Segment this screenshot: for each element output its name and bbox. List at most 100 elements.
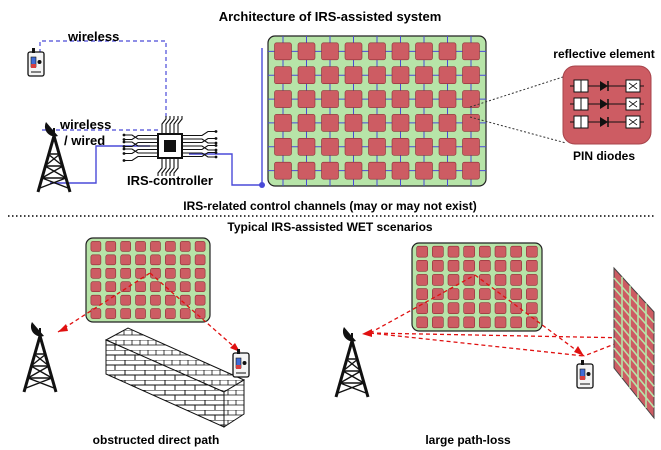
sensor-device-icon — [27, 48, 45, 77]
irs-panel-tilted — [613, 266, 655, 420]
irs-element — [391, 114, 410, 132]
irs-element — [494, 302, 507, 315]
antenna-tower-icon — [334, 327, 370, 398]
irs-element — [105, 254, 117, 266]
irs-element — [447, 245, 460, 258]
irs-element — [463, 302, 475, 315]
irs-element — [368, 114, 386, 132]
irs-element — [416, 274, 428, 286]
irs-element — [194, 241, 206, 252]
page-title: Architecture of IRS-assisted system — [218, 9, 442, 24]
irs-element — [462, 66, 480, 85]
irs-element — [120, 308, 131, 319]
irs-panel-scenario-left — [85, 237, 211, 323]
irs-element — [165, 294, 176, 306]
irs-element — [297, 42, 316, 61]
irs-element — [105, 267, 117, 279]
irs-element — [432, 316, 444, 329]
irs-element — [165, 267, 176, 279]
label-pin-diodes: PIN diodes — [572, 149, 636, 163]
irs-element — [90, 308, 102, 319]
irs-element — [415, 66, 433, 85]
irs-element — [90, 254, 102, 266]
irs-element — [494, 259, 507, 272]
irs-element — [150, 294, 161, 306]
irs-element — [297, 66, 316, 85]
irs-element — [415, 42, 433, 61]
irs-element — [179, 241, 191, 252]
irs-element — [368, 137, 386, 156]
label-scenario-left: obstructed direct path — [92, 433, 220, 447]
irs-element — [526, 302, 538, 315]
irs-element — [274, 137, 292, 156]
irs-element — [344, 42, 363, 61]
label-scenarios-title: Typical IRS-assisted WET scenarios — [227, 220, 433, 234]
irs-element — [120, 254, 131, 266]
irs-element — [432, 288, 444, 300]
pin-diode-icon — [600, 117, 608, 127]
irs-element — [274, 66, 292, 85]
irs-element — [165, 281, 176, 293]
wireless-link-top — [39, 40, 167, 118]
irs-element — [297, 114, 316, 132]
irs-element — [526, 245, 538, 258]
irs-element — [438, 66, 457, 85]
irs-element — [105, 294, 117, 306]
irs-element — [510, 302, 522, 315]
irs-element — [194, 254, 206, 266]
irs-element — [463, 245, 475, 258]
irs-element — [462, 42, 480, 61]
irs-element — [510, 316, 522, 329]
irs-element — [344, 66, 363, 85]
irs-element — [165, 308, 176, 319]
irs-element — [526, 274, 538, 286]
irs-element — [462, 90, 480, 108]
irs-element — [510, 245, 522, 258]
controller-bus — [189, 48, 263, 186]
irs-element — [479, 316, 491, 329]
irs-element — [415, 161, 433, 180]
irs-element — [297, 90, 316, 108]
irs-element — [391, 161, 410, 180]
irs-element — [462, 137, 480, 156]
label-wired: / wired — [64, 133, 106, 148]
irs-element — [432, 274, 444, 286]
irs-element — [194, 267, 206, 279]
irs-element — [447, 302, 460, 315]
irs-element — [344, 137, 363, 156]
irs-element — [321, 161, 339, 180]
irs-element — [416, 288, 428, 300]
irs-element — [463, 316, 475, 329]
irs-element — [274, 90, 292, 108]
irs-element — [321, 137, 339, 156]
irs-element — [463, 288, 475, 300]
irs-element — [321, 114, 339, 132]
irs-element — [510, 259, 522, 272]
irs-element — [368, 42, 386, 61]
irs-element — [150, 241, 161, 252]
irs-element — [194, 308, 206, 319]
irs-element — [479, 245, 491, 258]
pin-diode-icon — [600, 81, 608, 91]
irs-element — [150, 267, 161, 279]
irs-element — [120, 267, 131, 279]
irs-element — [447, 288, 460, 300]
irs-element — [179, 294, 191, 306]
sensor-device-icon — [576, 360, 594, 389]
irs-element — [462, 161, 480, 180]
label-irs-controller: IRS-controller — [127, 173, 213, 188]
irs-element — [344, 90, 363, 108]
irs-element — [344, 161, 363, 180]
irs-element — [494, 316, 507, 329]
irs-element — [90, 267, 102, 279]
irs-element — [105, 241, 117, 252]
irs-element — [105, 281, 117, 293]
irs-element — [415, 114, 433, 132]
irs-element — [510, 274, 522, 286]
label-control-channels: IRS-related control channels (may or may… — [183, 199, 477, 213]
irs-element — [510, 288, 522, 300]
irs-element — [391, 66, 410, 85]
irs-element — [479, 302, 491, 315]
irs-element — [391, 137, 410, 156]
